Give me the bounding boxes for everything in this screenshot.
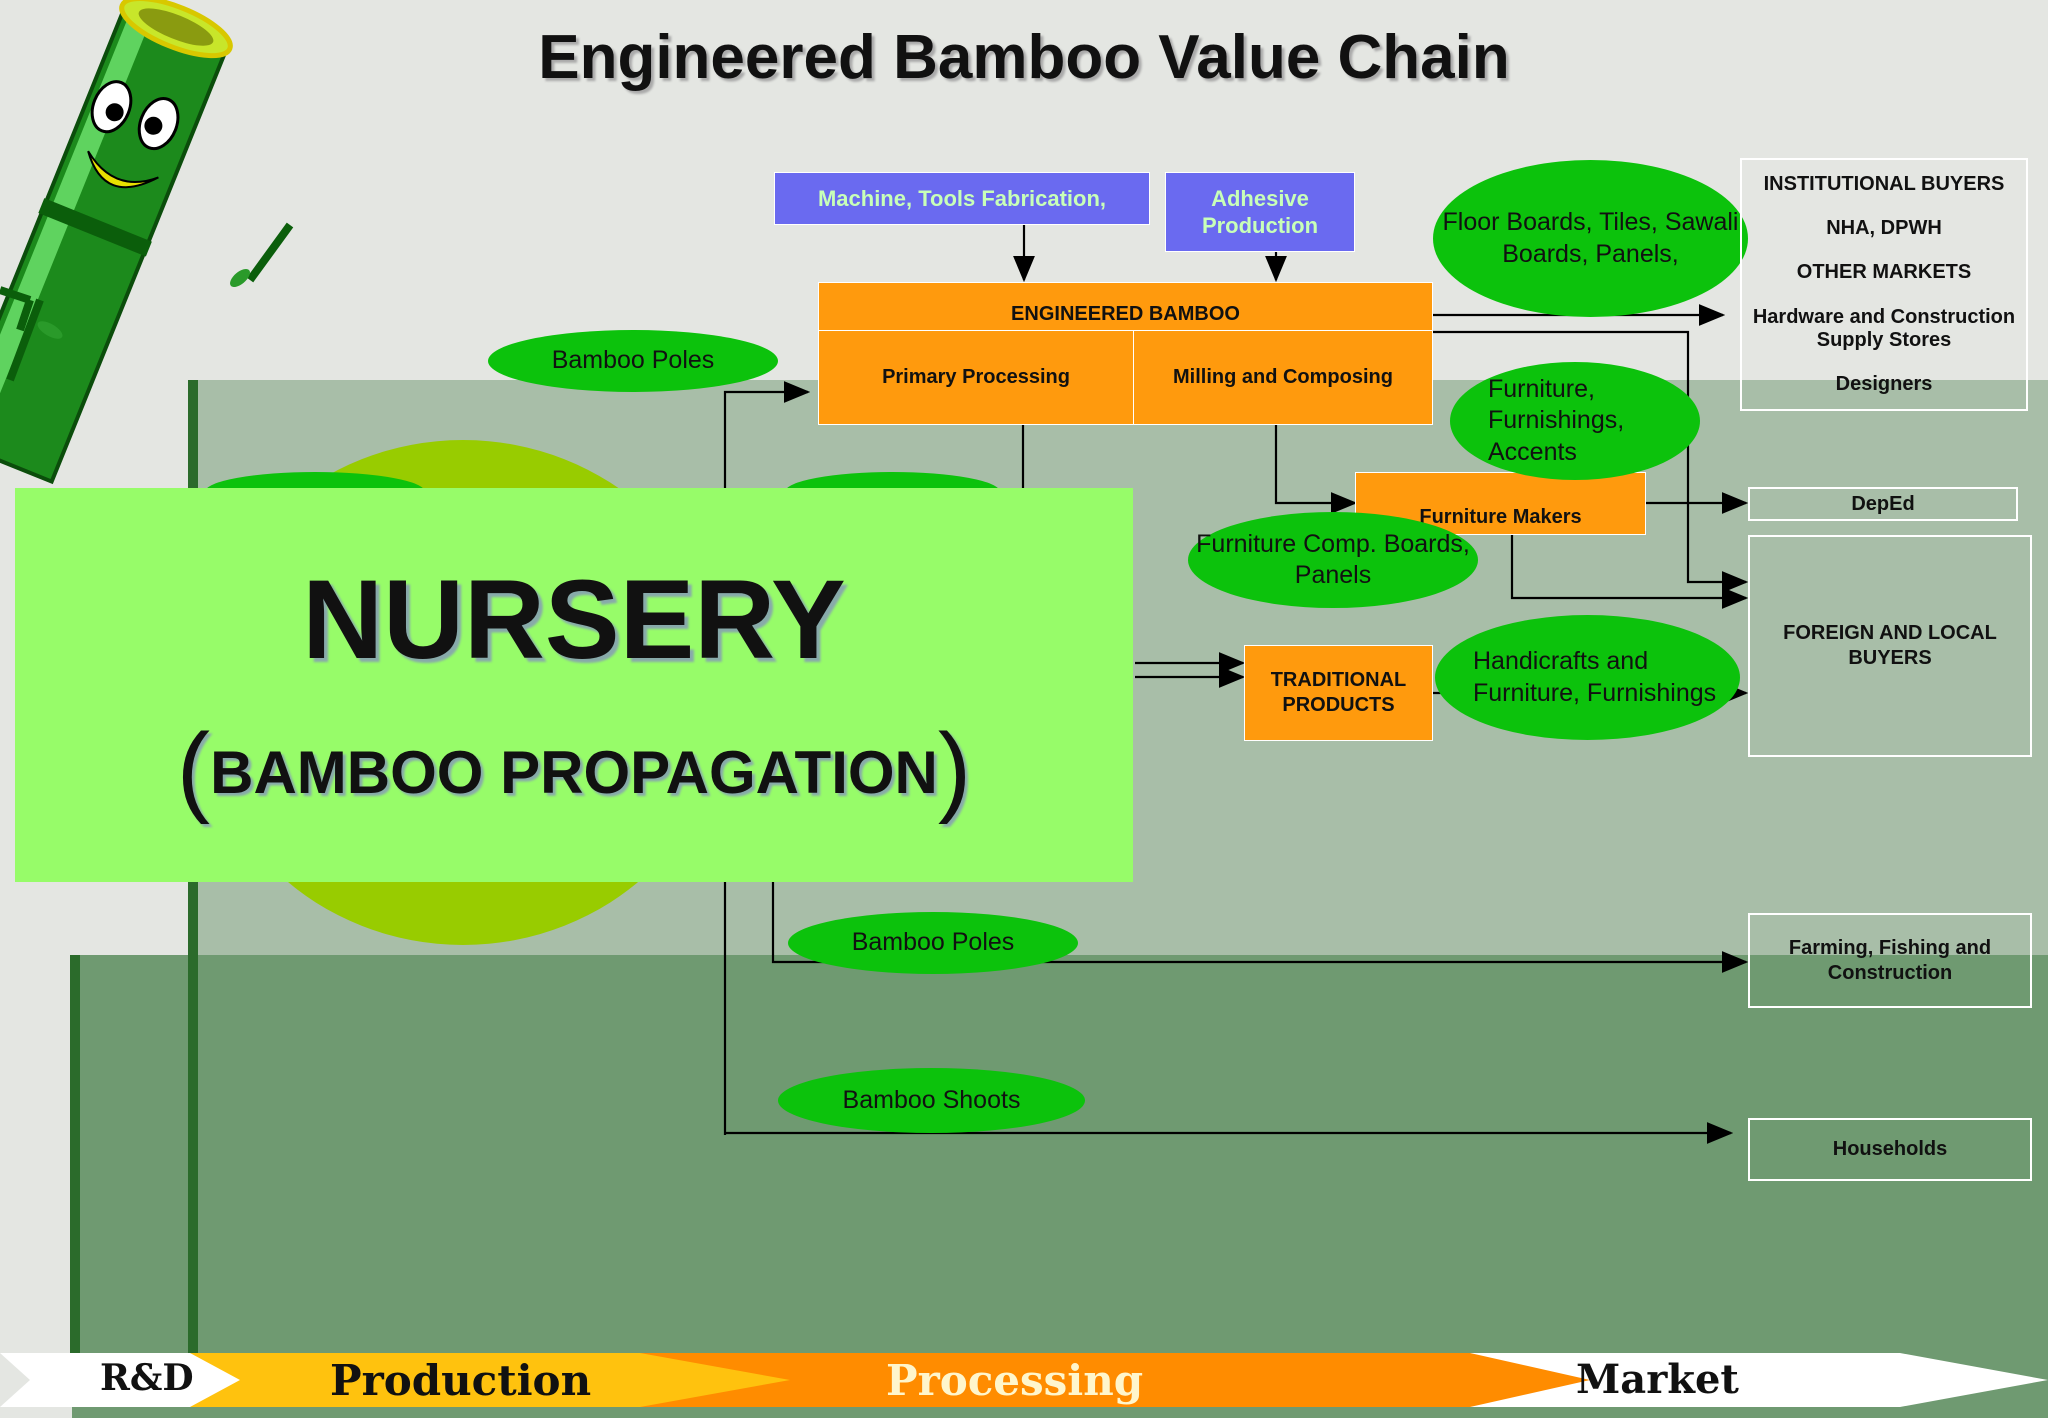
primary-processing-box: Primary Processing xyxy=(818,330,1134,425)
nursery-subtitle-row: (BAMBOO PROPAGATION) xyxy=(15,712,1133,827)
institutional-buyers-box: INSTITUTIONAL BUYERS NHA, DPWH OTHER MAR… xyxy=(1740,158,2028,411)
stage-rd: R&D xyxy=(100,1357,194,1399)
paren-open: ( xyxy=(176,713,211,825)
nursery-panel xyxy=(15,488,1133,882)
stage-market: Market xyxy=(1576,1356,1739,1403)
other-markets-label: OTHER MARKETS xyxy=(1796,261,1972,284)
bamboo-poles-ellipse-bottom: Bamboo Poles xyxy=(788,912,1078,974)
stage-production: Production xyxy=(330,1356,592,1405)
background-rail-lower xyxy=(70,955,80,1360)
stage-processing: Processing xyxy=(886,1356,1144,1405)
floor-boards-ellipse: Floor Boards, Tiles, Sawali Boards, Pane… xyxy=(1433,160,1748,317)
background-band-lower xyxy=(72,955,2048,1418)
page-title: Engineered Bamboo Value Chain xyxy=(538,23,1510,92)
adhesive-production-box: Adhesive Production xyxy=(1165,172,1355,252)
paren-close: ) xyxy=(937,713,972,825)
nha-dpwh-label: NHA, DPWH xyxy=(1826,217,1942,240)
bamboo-poles-ellipse-top: Bamboo Poles xyxy=(488,330,778,392)
bamboo-mascot-icon xyxy=(0,0,294,485)
milling-composing-box: Milling and Composing xyxy=(1133,330,1433,425)
furniture-ellipse: Furniture, Furnishings, Accents xyxy=(1450,362,1700,480)
deped-box: DepEd xyxy=(1748,487,2018,521)
engineered-bamboo-box: ENGINEERED BAMBOO xyxy=(818,282,1433,332)
bamboo-shoots-ellipse: Bamboo Shoots xyxy=(778,1068,1085,1133)
hardware-stores-label: Hardware and Construction Supply Stores xyxy=(1752,305,2016,351)
farming-fishing-box: Farming, Fishing and Construction xyxy=(1748,913,2032,1008)
machine-tools-box: Machine, Tools Fabrication, xyxy=(774,172,1150,225)
institutional-buyers-label: INSTITUTIONAL BUYERS xyxy=(1763,172,2005,195)
nursery-title: NURSERY xyxy=(302,557,846,682)
handicrafts-ellipse: Handicrafts and Furniture, Furnishings xyxy=(1435,615,1740,740)
designers-label: Designers xyxy=(1835,373,1933,396)
furniture-makers-box: Furniture Makers xyxy=(1355,472,1646,535)
furniture-comp-ellipse: Furniture Comp. Boards, Panels xyxy=(1188,512,1478,608)
households-box: Households xyxy=(1748,1118,2032,1181)
traditional-products-box: TRADITIONAL PRODUCTS xyxy=(1244,645,1433,741)
foreign-local-buyers-box: FOREIGN AND LOCAL BUYERS xyxy=(1748,535,2032,757)
nursery-subtitle: BAMBOO PROPAGATION xyxy=(210,739,938,806)
